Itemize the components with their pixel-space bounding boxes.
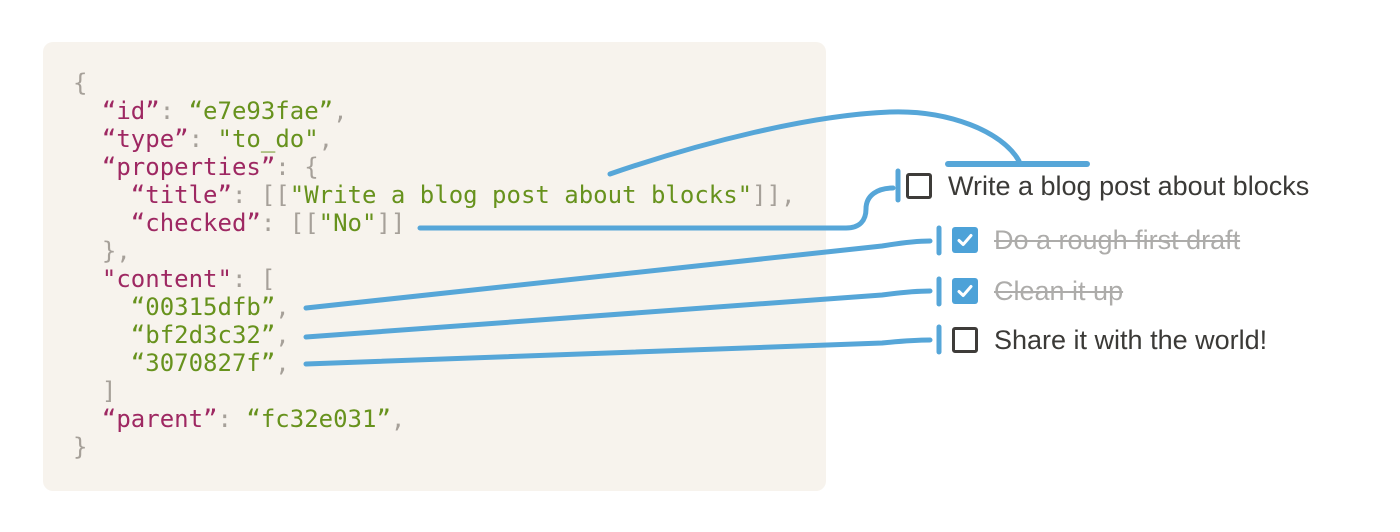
checkbox-checked[interactable] [952, 278, 978, 304]
todo-item-1: Write a blog post about blocks [906, 171, 1309, 201]
checkmark-icon [957, 234, 973, 246]
checkbox-unchecked[interactable] [906, 173, 932, 199]
todo-item-label: Write a blog post about blocks [948, 171, 1310, 201]
todo-item-3: Clean it up [952, 276, 1123, 306]
checkbox-unchecked[interactable] [952, 327, 978, 353]
todo-item-2: Do a rough first draft [952, 225, 1240, 255]
todo-item-label: Clean it up [994, 276, 1124, 306]
todo-item-label: Do a rough first draft [994, 225, 1241, 255]
checkmark-icon [957, 285, 973, 297]
json-code: { “id”: “e7e93fae”, “type”: "to_do", “pr… [73, 69, 796, 461]
code-block: { “id”: “e7e93fae”, “type”: "to_do", “pr… [43, 42, 826, 491]
todo-item-label: Share it with the world! [994, 325, 1268, 355]
checkbox-checked[interactable] [952, 227, 978, 253]
todo-item-4: Share it with the world! [952, 325, 1267, 355]
